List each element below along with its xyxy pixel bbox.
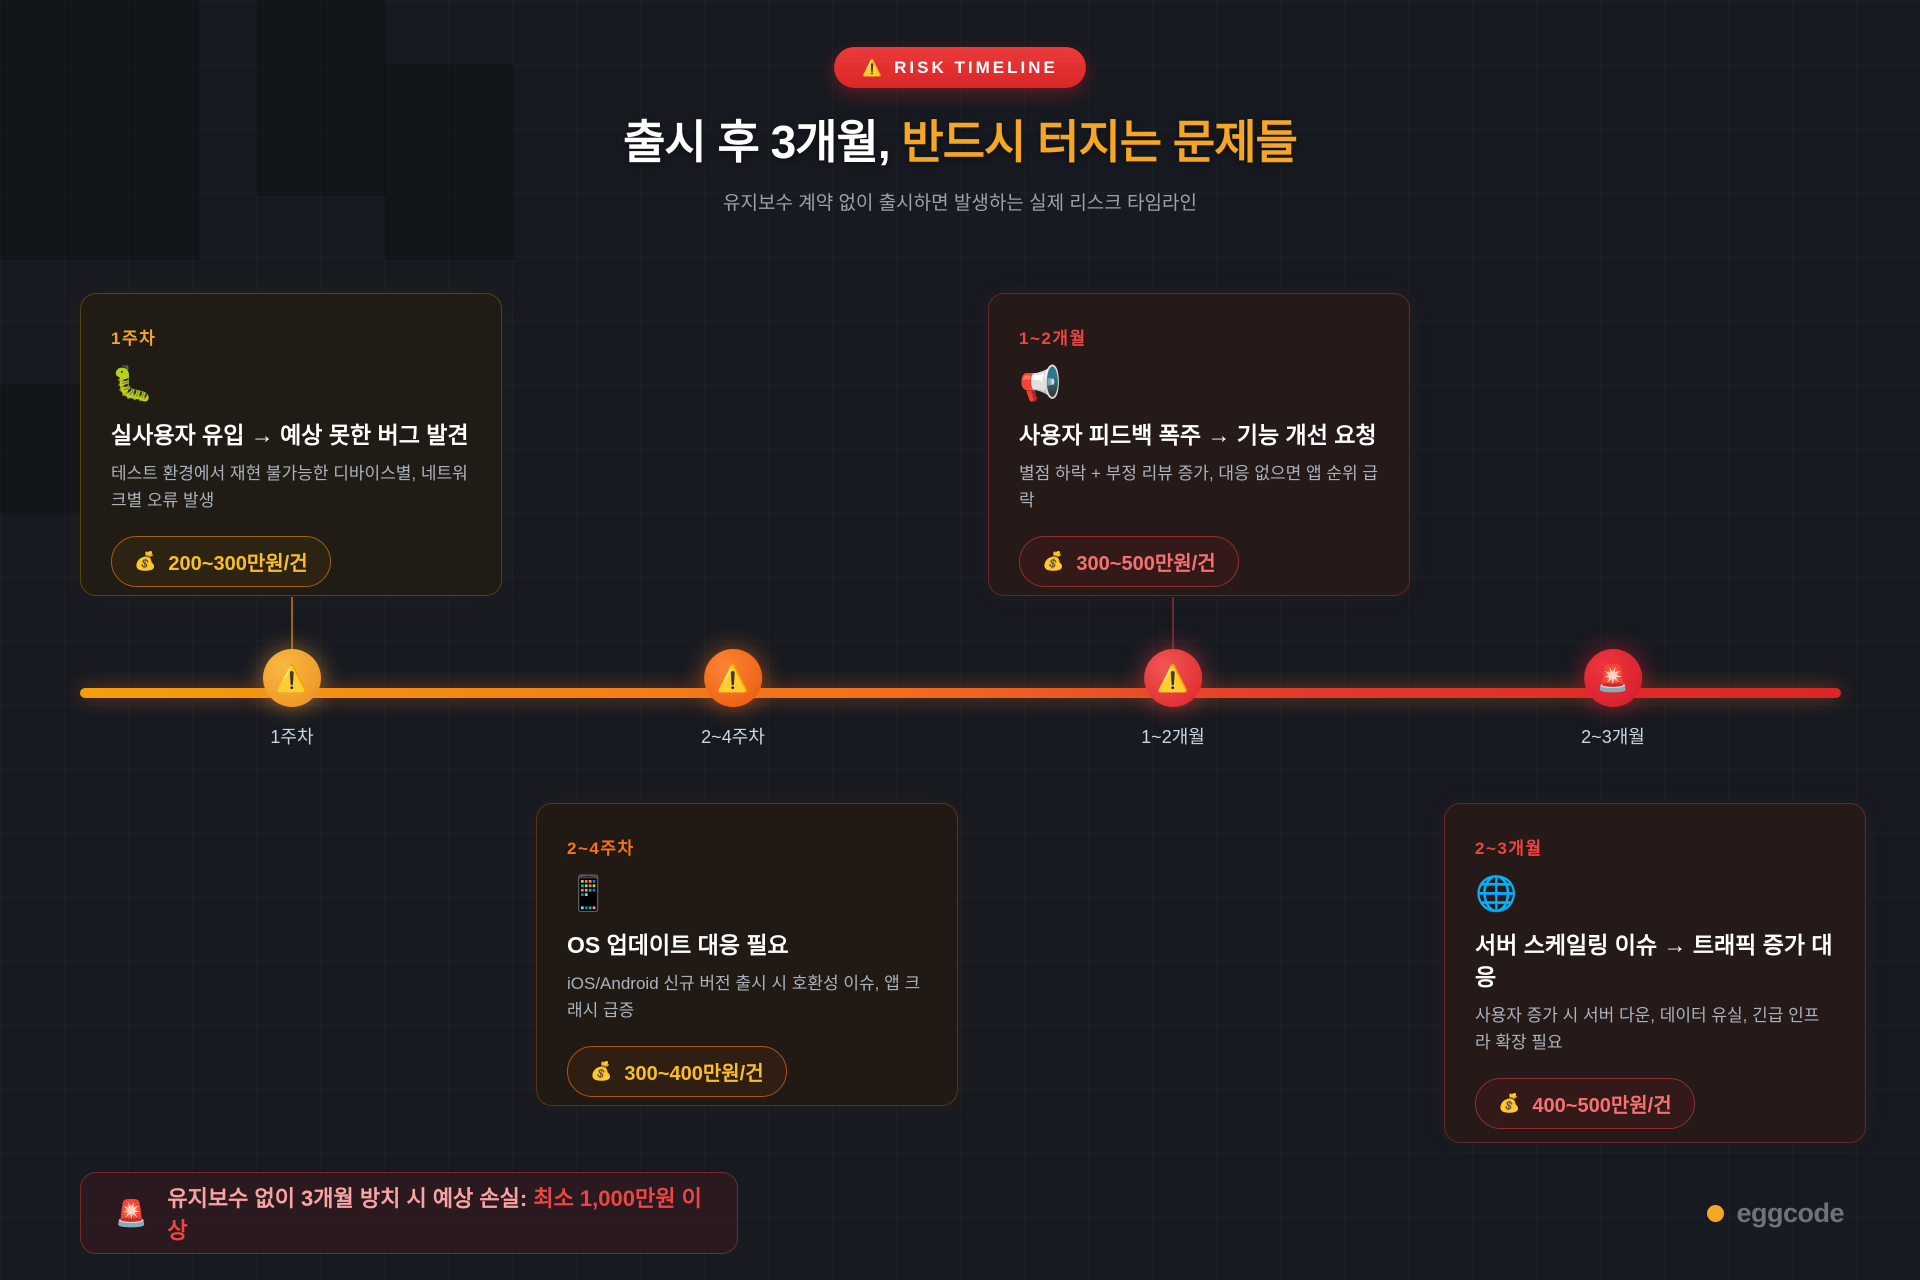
card-title: 실사용자 유입 → 예상 못한 버그 발견 xyxy=(111,422,469,448)
risk-card-month1-2: 1~2개월 📢 사용자 피드백 폭주 → 기능 개선 요청 별점 하락 + 부정… xyxy=(988,293,1410,596)
badge-label: RISK TIMELINE xyxy=(894,57,1058,77)
timeline-marker-month2-3: 🚨 2~3개월 xyxy=(1581,649,1645,749)
timeline-bar xyxy=(80,688,1841,698)
card-period: 2~4주차 xyxy=(567,839,635,858)
page-subtitle: 유지보수 계약 없이 출시하면 발생하는 실제 리스크 타임라인 xyxy=(723,193,1197,214)
loss-warning-banner: 🚨 유지보수 없이 3개월 방치 시 예상 손실: 최소 1,000만원 이상 xyxy=(80,1172,738,1254)
brand-dot-icon xyxy=(1707,1205,1725,1222)
card-period: 2~3개월 xyxy=(1475,839,1543,858)
mobile-phone-icon: 📱 xyxy=(567,875,610,913)
page-title: 출시 후 3개월, 반드시 터지는 문제들 xyxy=(0,106,1920,172)
card-connector-line xyxy=(291,597,293,665)
globe-icon: 🌐 xyxy=(1475,875,1518,913)
marker-label: 2~4주차 xyxy=(701,727,765,747)
warning-text: 유지보수 없이 3개월 방치 시 예상 손실: 최소 1,000만원 이상 xyxy=(167,1181,703,1245)
cost-badge: 💰 300~400만원/건 xyxy=(567,1045,787,1097)
marker-label: 2~3개월 xyxy=(1581,727,1645,747)
marker-label: 1주차 xyxy=(270,727,314,747)
cost-badge: 💰 200~300만원/건 xyxy=(111,535,331,587)
risk-timeline-badge: ⚠️ RISK TIMELINE xyxy=(834,47,1086,88)
cost-value: 200~300만원/건 xyxy=(168,552,308,575)
background-patch xyxy=(0,0,200,260)
brand-logo: eggcode xyxy=(1707,1198,1844,1229)
card-title: OS 업데이트 대응 필요 xyxy=(567,932,789,958)
cost-badge: 💰 300~500만원/건 xyxy=(1019,535,1239,587)
brand-name: eggcode xyxy=(1736,1198,1844,1228)
money-bag-icon: 💰 xyxy=(590,1060,613,1081)
timeline-marker-week2-4: ⚠️ 2~4주차 xyxy=(701,649,765,749)
background-patch xyxy=(384,64,514,260)
money-bag-icon: 💰 xyxy=(134,550,157,571)
cost-badge: 💰 400~500만원/건 xyxy=(1475,1078,1695,1130)
timeline-marker-week1: ⚠️ 1주차 xyxy=(263,649,321,749)
warning-icon: ⚠️ xyxy=(704,649,762,707)
siren-icon: 🚨 xyxy=(115,1197,148,1228)
warning-text-highlight: 최소 1,000만원 이상 xyxy=(167,1186,702,1243)
title-accent: 반드시 터지는 문제들 xyxy=(901,116,1297,168)
marker-label: 1~2개월 xyxy=(1141,727,1205,747)
warning-icon: ⚠️ xyxy=(263,649,321,707)
card-title: 서버 스케일링 이슈 → 트래픽 증가 대응 xyxy=(1475,932,1833,991)
risk-card-week1: 1주차 🐛 실사용자 유입 → 예상 못한 버그 발견 테스트 환경에서 재현 … xyxy=(80,293,502,596)
card-period: 1주차 xyxy=(111,329,157,348)
background-patch xyxy=(256,0,386,196)
title-normal: 출시 후 3개월, xyxy=(623,116,891,168)
megaphone-icon: 📢 xyxy=(1019,365,1062,403)
card-description: 테스트 환경에서 재현 불가능한 디바이스별, 네트워크별 오류 발생 xyxy=(111,464,468,510)
cost-value: 300~500만원/건 xyxy=(1076,552,1216,575)
bug-icon: 🐛 xyxy=(111,365,154,403)
timeline-marker-month1-2: ⚠️ 1~2개월 xyxy=(1141,649,1205,749)
warning-text-normal: 유지보수 없이 3개월 방치 시 예상 손실: xyxy=(167,1186,534,1211)
cost-value: 400~500만원/건 xyxy=(1532,1095,1672,1118)
card-description: 사용자 증가 시 서버 다운, 데이터 유실, 긴급 인프라 확장 필요 xyxy=(1475,1006,1820,1052)
warning-icon: ⚠️ xyxy=(1144,649,1202,707)
money-bag-icon: 💰 xyxy=(1042,550,1065,571)
money-bag-icon: 💰 xyxy=(1498,1093,1521,1114)
cost-value: 300~400만원/건 xyxy=(624,1062,764,1085)
risk-card-week2-4: 2~4주차 📱 OS 업데이트 대응 필요 iOS/Android 신규 버전 … xyxy=(536,803,958,1106)
card-title: 사용자 피드백 폭주 → 기능 개선 요청 xyxy=(1019,422,1377,448)
risk-card-month2-3: 2~3개월 🌐 서버 스케일링 이슈 → 트래픽 증가 대응 사용자 증가 시 … xyxy=(1444,803,1866,1143)
card-description: iOS/Android 신규 버전 출시 시 호환성 이슈, 앱 크래시 급증 xyxy=(567,974,921,1020)
card-description: 별점 하락 + 부정 리뷰 증가, 대응 없으면 앱 순위 급락 xyxy=(1019,464,1379,510)
siren-icon: 🚨 xyxy=(1584,649,1642,707)
card-connector-line xyxy=(1172,597,1174,665)
header: ⚠️ RISK TIMELINE 출시 후 3개월, 반드시 터지는 문제들 유… xyxy=(0,0,1920,215)
card-period: 1~2개월 xyxy=(1019,329,1087,348)
warning-icon: ⚠️ xyxy=(862,59,883,77)
